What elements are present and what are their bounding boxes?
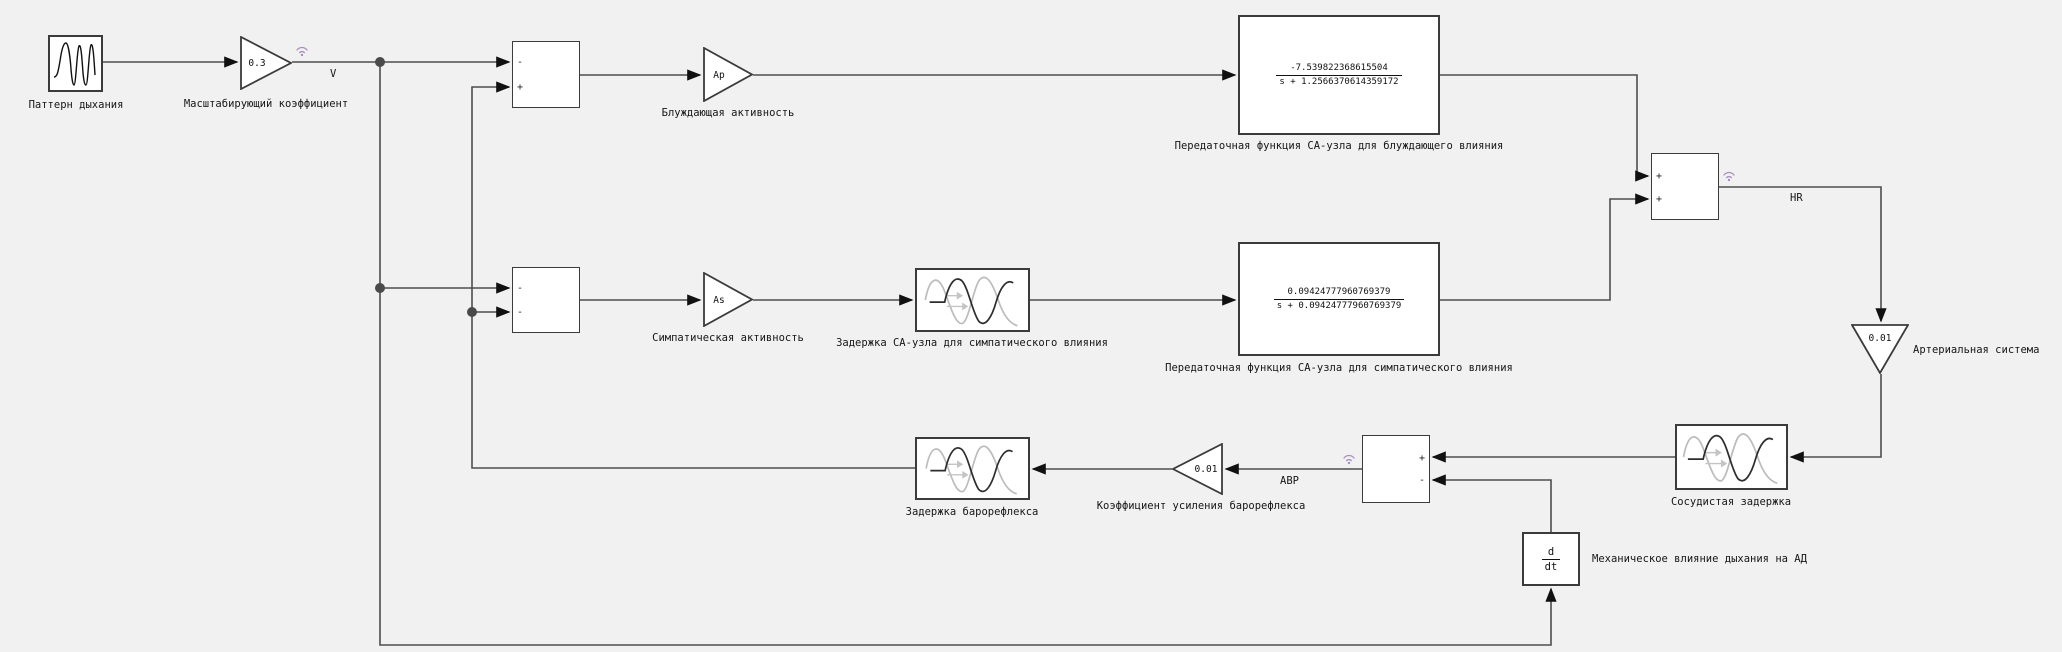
wire-gain-arterial-to-delay-vascular[interactable] (1789, 374, 1882, 463)
gain-triangle-icon (703, 47, 753, 102)
sum-sign-top: - (517, 283, 524, 294)
sum-sign-top: - (517, 57, 524, 68)
transport-delay-icon (924, 276, 1018, 327)
signal-label-abp[interactable]: ABP (1280, 475, 1299, 487)
sum-abp-block[interactable]: + - (1362, 435, 1430, 503)
gain-triangle-icon (1851, 324, 1909, 374)
wire-hr-to-gain-arterial[interactable] (1719, 186, 1887, 323)
vascular-delay-label: Сосудистая задержка (1670, 496, 1792, 508)
tf-sympathetic-block[interactable]: 0.09424777960769379 s + 0.09424777960769… (1238, 242, 1440, 356)
vascular-delay-block[interactable] (1675, 424, 1788, 490)
gain-triangle-icon (240, 36, 292, 90)
sum-sign-top: + (1656, 171, 1663, 182)
transport-delay-icon (1682, 433, 1778, 485)
derivative-label: Механическое влияние дыхания на АД (1592, 553, 1807, 565)
sa-node-delay-label: Задержка СА-узла для симпатического влия… (836, 337, 1108, 349)
scaling-gain-block[interactable]: 0.3 (240, 36, 292, 90)
scaling-gain-label: Масштабирующий коэффициент (183, 98, 349, 110)
sum-sign-bottom: - (1418, 475, 1425, 486)
gain-value: 0.3 (248, 58, 266, 69)
gain-value: 0.01 (1194, 464, 1218, 475)
breathing-pattern-source-block[interactable] (48, 35, 103, 92)
signal-label-v[interactable]: V (330, 68, 337, 80)
waveform-icon (53, 42, 96, 86)
sum-sign-bottom: + (1656, 194, 1663, 205)
transfer-function: -7.539822368615504 s + 1.256637061435917… (1276, 62, 1402, 89)
gain-value: As (713, 295, 725, 306)
sum-vagal-block[interactable]: - + (512, 41, 580, 108)
wire-derivative-to-sum-abp[interactable] (1431, 474, 1552, 532)
sum-sign-top: + (1418, 453, 1425, 464)
derivative-fraction: d dt (1541, 545, 1561, 574)
transfer-function: 0.09424777960769379 s + 0.09424777960769… (1273, 286, 1405, 313)
signal-logging-badge-icon[interactable] (1341, 451, 1357, 467)
transport-delay-icon (925, 445, 1018, 495)
gain-value: 0.01 (1868, 333, 1892, 344)
arterial-system-gain-block[interactable]: 0.01 (1851, 324, 1909, 374)
wire-v-branch-to-derivative[interactable] (379, 62, 1557, 646)
gain-value: Ap (713, 70, 725, 81)
baroreflex-gain-label: Коэффициент усиления барорефлекса (1096, 500, 1306, 512)
branch-dot (375, 57, 385, 67)
branch-dot (467, 307, 477, 317)
sympathetic-activity-label: Симпатическая активность (652, 332, 804, 344)
vagal-activity-label: Блуждающая активность (661, 107, 795, 119)
wire-baroreflex-feedback[interactable] (471, 81, 915, 469)
sum-sympathetic-block[interactable]: - - (512, 267, 580, 333)
tf-vagal-block[interactable]: -7.539822368615504 s + 1.256637061435917… (1238, 15, 1440, 135)
sum-sign-bottom: - (517, 307, 524, 318)
derivative-block[interactable]: d dt (1522, 532, 1580, 586)
baroreflex-delay-block[interactable] (915, 437, 1030, 500)
signal-logging-badge-icon[interactable] (294, 43, 310, 59)
vagal-activity-gain-block[interactable]: Ap (703, 47, 753, 102)
sa-node-delay-block[interactable] (915, 268, 1030, 332)
branch-dot (375, 283, 385, 293)
gain-triangle-icon (703, 272, 753, 327)
sum-sign-bottom: + (517, 82, 524, 93)
arterial-system-label: Артериальная система (1913, 344, 2040, 356)
wire-tf-symp-to-sum-hr[interactable] (1440, 193, 1650, 301)
gain-triangle-icon (1172, 443, 1223, 495)
source-label: Паттерн дыхания (28, 99, 124, 111)
baroreflex-delay-label: Задержка барорефлекса (905, 506, 1039, 518)
signal-label-hr[interactable]: HR (1790, 192, 1803, 204)
sympathetic-activity-gain-block[interactable]: As (703, 272, 753, 327)
tf-sympathetic-label: Передаточная функция СА-узла для симпати… (1165, 362, 1513, 374)
baroreflex-gain-block[interactable]: 0.01 (1172, 443, 1223, 495)
wire-tf-vagal-to-sum-hr[interactable] (1440, 74, 1650, 182)
tf-vagal-label: Передаточная функция СА-узла для блуждаю… (1174, 140, 1504, 152)
signal-logging-badge-icon[interactable] (1721, 168, 1737, 184)
sum-hr-block[interactable]: + + (1651, 153, 1719, 220)
